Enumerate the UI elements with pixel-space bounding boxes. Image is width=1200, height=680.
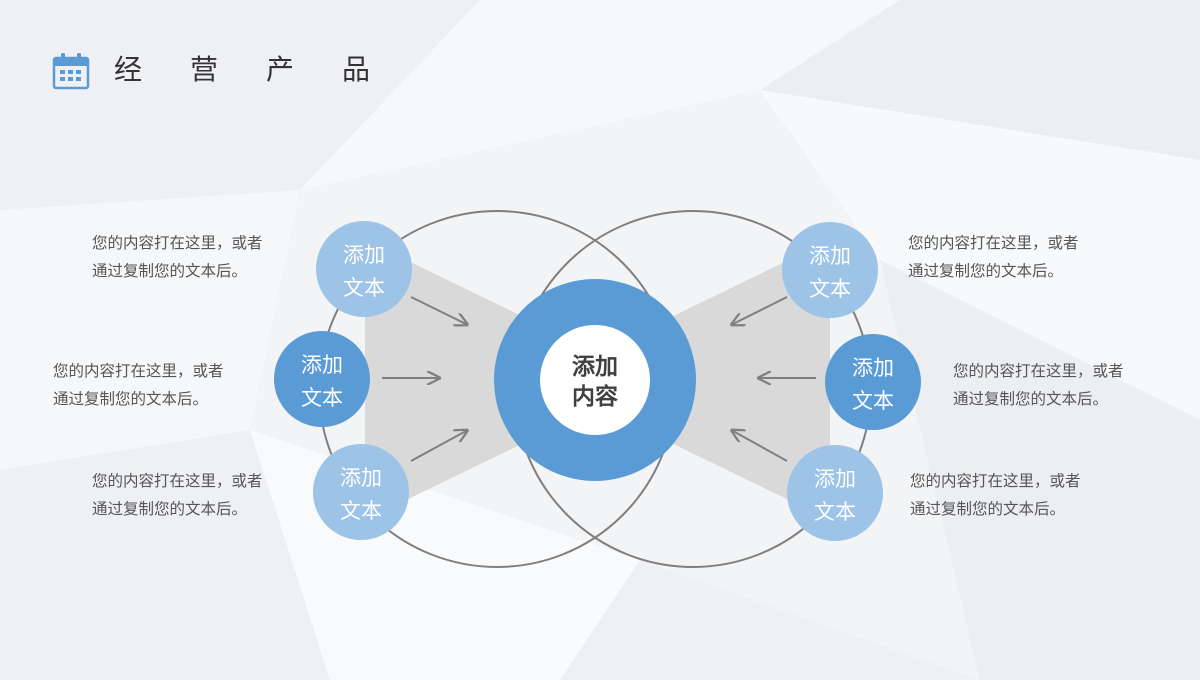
description-line: 您的内容打在这里，或者 (92, 234, 263, 252)
description-left-top: 您的内容打在这里，或者 通过复制您的文本后。 (92, 229, 302, 285)
node-right-bottom: 添加 文本 (787, 445, 883, 541)
description-line: 您的内容打在这里，或者 (953, 362, 1124, 380)
description-line: 您的内容打在这里，或者 (92, 472, 263, 490)
node-label: 添加 (340, 466, 382, 490)
node-right-top: 添加 文本 (782, 222, 878, 318)
description-line: 通过复制您的文本后。 (908, 262, 1064, 280)
description-left-bottom: 您的内容打在这里，或者 通过复制您的文本后。 (92, 467, 302, 523)
description-line: 您的内容打在这里，或者 (53, 362, 224, 380)
right-funnel-shade (665, 240, 830, 520)
node-label: 添加 (814, 467, 856, 491)
center-label-line1: 添加 (572, 354, 618, 380)
description-line: 通过复制您的文本后。 (953, 390, 1109, 408)
node-label: 文本 (343, 276, 385, 300)
center-label-line2: 内容 (572, 383, 618, 410)
node-label: 文本 (301, 386, 343, 410)
arrow-right-bottom (733, 431, 788, 462)
node-label: 文本 (809, 277, 851, 301)
node-label: 添加 (809, 244, 851, 268)
node-label: 文本 (814, 500, 856, 524)
arrow-left-bottom (410, 431, 466, 462)
node-label: 文本 (852, 389, 894, 413)
description-line: 通过复制您的文本后。 (92, 262, 248, 280)
node-label: 添加 (301, 353, 343, 377)
description-line: 通过复制您的文本后。 (53, 390, 209, 408)
description-line: 通过复制您的文本后。 (92, 500, 248, 518)
description-left-middle: 您的内容打在这里，或者 通过复制您的文本后。 (53, 357, 263, 413)
node-left-bottom: 添加 文本 (313, 444, 409, 540)
node-right-middle: 添加 文本 (825, 334, 921, 430)
description-line: 您的内容打在这里，或者 (908, 234, 1079, 252)
description-right-bottom: 您的内容打在这里，或者 通过复制您的文本后。 (910, 467, 1120, 523)
calendar-icon (52, 53, 90, 90)
node-left-top: 添加 文本 (316, 221, 412, 317)
center-inner-circle (540, 325, 650, 435)
node-label: 文本 (340, 499, 382, 523)
arrow-left-top (410, 296, 466, 324)
node-label: 添加 (852, 356, 894, 380)
description-right-top: 您的内容打在这里，或者 通过复制您的文本后。 (908, 229, 1118, 285)
description-line: 通过复制您的文本后。 (910, 500, 1066, 518)
node-left-middle: 添加 文本 (274, 331, 370, 427)
left-funnel-shade (365, 240, 530, 520)
description-line: 您的内容打在这里，或者 (910, 472, 1081, 490)
node-label: 添加 (343, 243, 385, 267)
description-right-middle: 您的内容打在这里，或者 通过复制您的文本后。 (953, 357, 1163, 413)
page-title: 经营产品 (114, 53, 419, 86)
arrow-right-top (733, 296, 788, 324)
